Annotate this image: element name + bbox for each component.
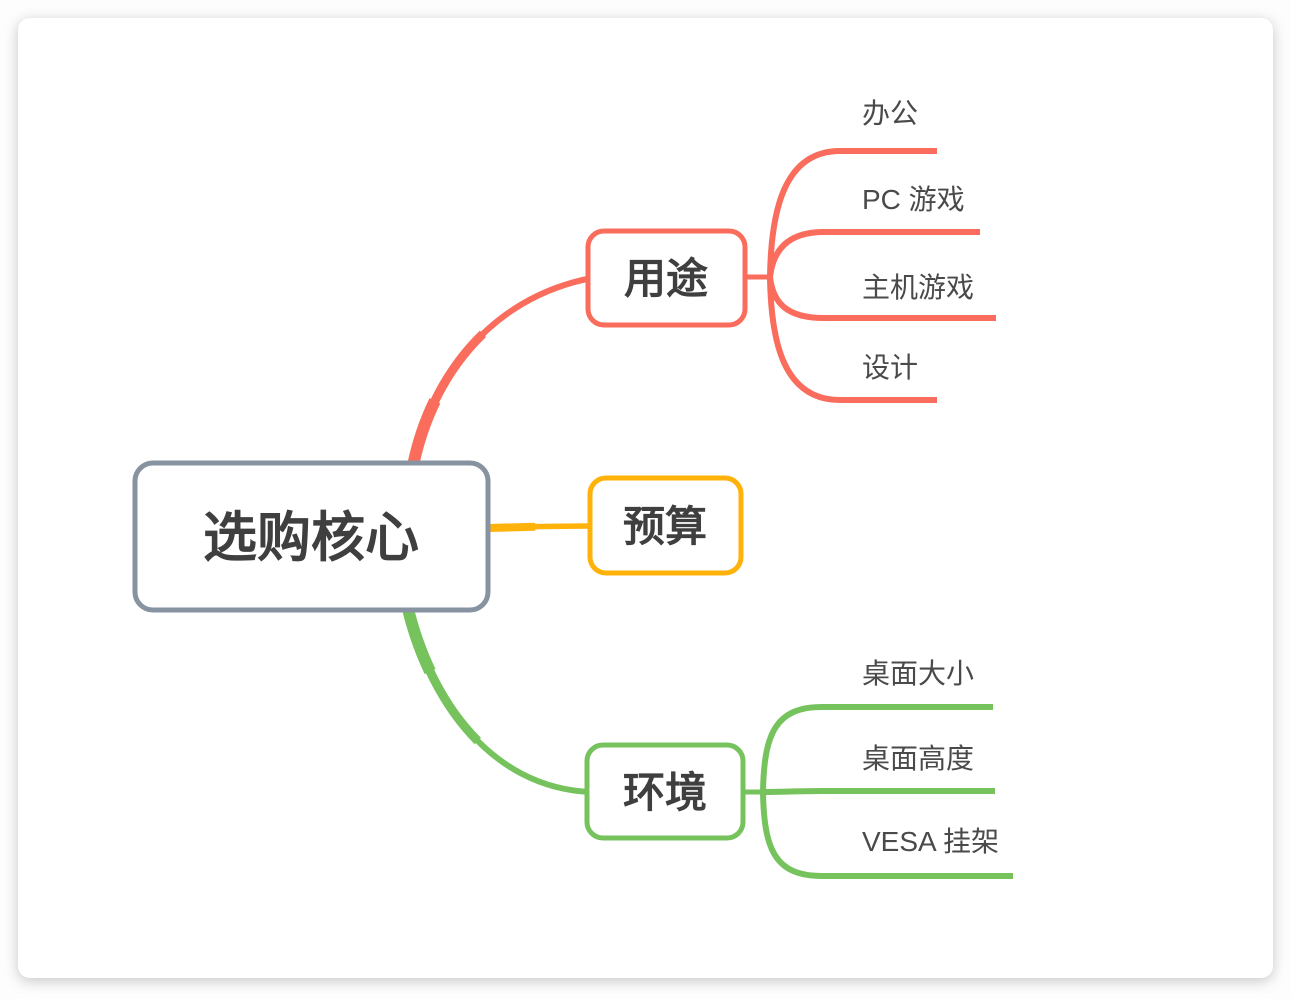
branch-budget [488,475,744,576]
leaf-line-desk-height [762,788,995,795]
node-environment[interactable] [584,742,746,841]
branch-environment [401,603,1013,879]
leaf-label-console-gaming[interactable]: 主机游戏 [862,272,974,303]
node-environment-label[interactable]: 环境 [623,769,707,816]
leaf-label-design[interactable]: 设计 [862,352,918,383]
branch-curve-usage-taper2 [407,272,594,468]
node-usage-label[interactable]: 用途 [624,255,708,302]
branch-curve-environment-taper [402,603,592,797]
leaf-line-office [767,148,937,278]
leaf-label-desk-height[interactable]: 桌面高度 [862,743,974,774]
leaf-label-office[interactable]: 办公 [862,98,918,129]
node-budget[interactable] [587,475,744,576]
node-root[interactable] [132,460,491,613]
leaf-line-pc-gaming [767,229,980,278]
leaf-line-design [767,276,937,403]
branch-curve-environment [404,604,592,795]
leaf-line-vesa-mount [760,791,1013,879]
node-root-label[interactable]: 选购核心 [203,508,419,568]
branch-curve-usage [410,275,593,467]
branch-curve-budget-taper [488,522,593,532]
node-budget-label[interactable]: 预算 [623,503,707,550]
node-usage[interactable] [585,228,748,328]
leaf-label-pc-gaming[interactable]: PC 游戏 [862,184,965,215]
leaf-label-vesa-mount[interactable]: VESA 挂架 [862,826,999,857]
branch-usage [407,148,996,468]
leaf-line-desk-size [760,704,993,793]
branch-curve-usage-taper [408,273,593,467]
branch-curve-environment-taper2 [401,603,592,798]
leaf-label-desk-size[interactable]: 桌面大小 [862,658,974,689]
